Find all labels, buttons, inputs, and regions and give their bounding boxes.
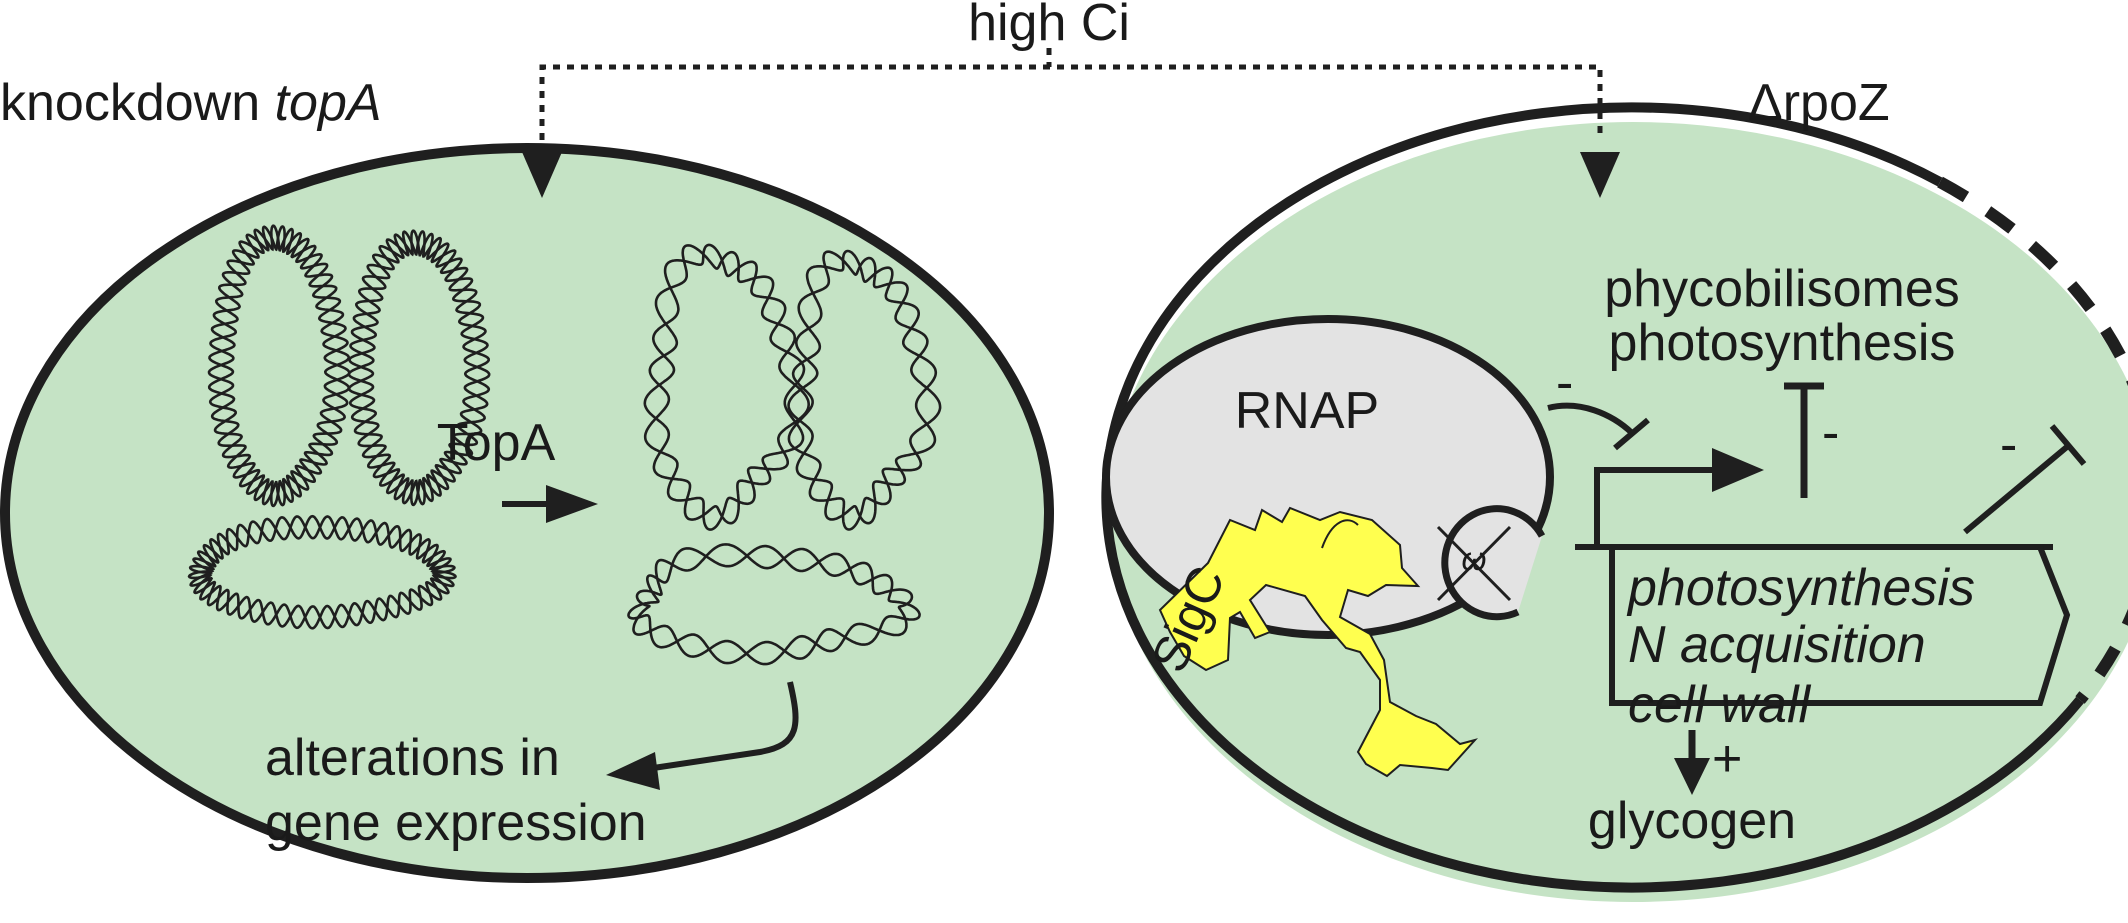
outcome-line-2: gene expression <box>265 794 647 852</box>
glycogen-label: glycogen <box>1588 792 1796 850</box>
glycogen-plus: + <box>1712 730 1742 788</box>
right-cell-wall <box>1101 102 2084 893</box>
repressed-line-2: photosynthesis <box>1609 314 1956 372</box>
omega-subunit-deleted: ω <box>1436 505 1546 621</box>
rnap-label: RNAP <box>1235 382 1379 440</box>
topa-arrowhead <box>546 485 598 523</box>
repression-minus-vertical: - <box>1822 404 1839 462</box>
arrowhead-left-cell <box>522 152 562 198</box>
repressed-line-1: phycobilisomes <box>1604 260 1960 318</box>
right-cell-title: ΔrpoZ <box>1748 74 1890 132</box>
gene-line-3: cell wall <box>1628 676 1811 734</box>
promoter-arrow <box>1594 467 1714 547</box>
outcome-line-1: alterations in <box>265 729 560 787</box>
repression-minus-diagonal: - <box>2000 416 2017 474</box>
sigc-tail <box>1321 519 1359 549</box>
repression-cap-diagonal <box>2049 424 2087 466</box>
gene-expression-arrowhead <box>606 752 660 790</box>
gene-line-2: N acquisition <box>1628 616 1926 674</box>
high-ci-label: high Ci <box>968 0 1130 52</box>
promoter-arrowhead <box>1712 448 1764 492</box>
gene-box <box>1609 545 2071 706</box>
left-cell <box>0 143 1054 883</box>
left-cell-title: knockdown topA <box>0 74 382 132</box>
sigc-shape <box>1158 506 1478 778</box>
high-ci-bracket <box>522 48 1620 198</box>
supercoiled-dna-group <box>187 224 491 630</box>
relaxed-dna-group <box>627 243 942 666</box>
topa-label: TopA <box>437 414 556 472</box>
relaxed-dna-loop-1 <box>643 243 806 525</box>
supercoiled-dna-loop-3 <box>187 515 456 630</box>
left-cell-title-prefix: knockdown <box>0 74 275 132</box>
rnap-repression-line <box>1547 402 1635 436</box>
supercoiled-dna-loop-1 <box>207 224 351 507</box>
relaxed-dna-loop-3 <box>632 543 914 666</box>
arrowhead-right-cell <box>1580 152 1620 198</box>
gene-line-1: photosynthesis <box>1626 559 1975 617</box>
glycogen-arrowhead <box>1674 758 1710 795</box>
gene-expression-arrow <box>639 681 799 773</box>
omega-label: ω <box>1462 541 1487 577</box>
repression-bar-diagonal <box>1963 443 2070 535</box>
rnap-minus: - <box>1556 354 1573 412</box>
rnap-repression-bar <box>1613 417 1650 451</box>
relaxed-dna-loop-2 <box>787 249 938 525</box>
supercoiled-dna-loop-2 <box>347 229 491 506</box>
left-cell-title-gene: topA <box>275 74 382 132</box>
